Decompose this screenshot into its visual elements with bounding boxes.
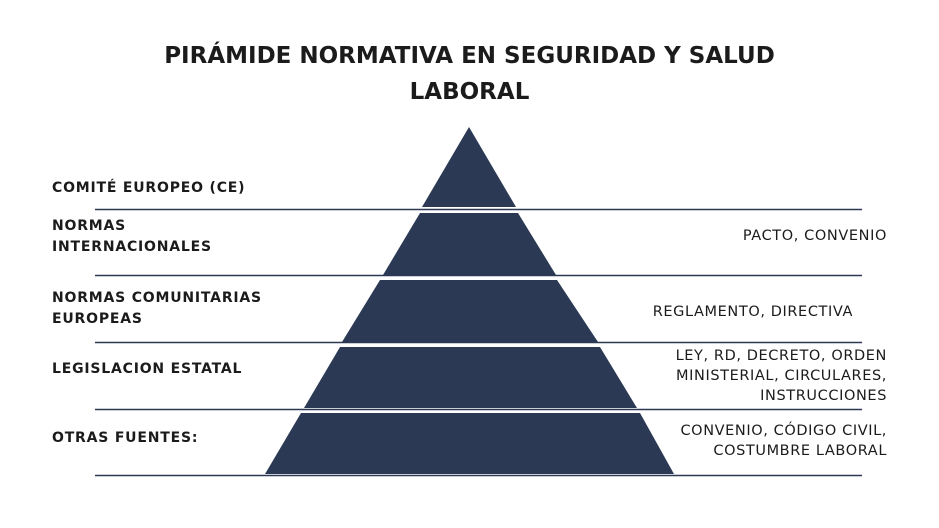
pyramid-tier-1 xyxy=(422,127,516,207)
pyramid-tier-2 xyxy=(383,213,556,275)
diagram-title: PIRÁMIDE NORMATIVA EN SEGURIDAD Y SALUD … xyxy=(0,38,939,110)
left-label-normas-internacionales: NORMAS INTERNACIONALES xyxy=(52,218,212,255)
left-label-normas-comunitarias: NORMAS COMUNITARIAS EUROPEAS xyxy=(52,290,262,327)
left-label-otras-fuentes: OTRAS FUENTES: xyxy=(52,430,199,446)
right-label-reglamento-directiva: REGLAMENTO, DIRECTIVA xyxy=(652,304,853,320)
left-label-legislacion-estatal: LEGISLACION ESTATAL xyxy=(52,361,243,377)
pyramid-tier-5 xyxy=(265,413,674,474)
pyramid-tier-3 xyxy=(342,280,598,342)
right-label-ley-rd-decreto: LEY, RD, DECRETO, ORDEN MINISTERIAL, CIR… xyxy=(675,348,887,404)
title-line-2: LABORAL xyxy=(409,79,530,105)
left-label-comite-europeo: COMITÉ EUROPEO (CE) xyxy=(52,180,246,196)
right-label-convenio-codigo-civil: CONVENIO, CÓDIGO CIVIL, COSTUMBRE LABORA… xyxy=(680,423,887,459)
right-label-pacto-convenio: PACTO, CONVENIO xyxy=(742,228,887,244)
title-line-1: PIRÁMIDE NORMATIVA EN SEGURIDAD Y SALUD xyxy=(164,43,775,69)
pyramid-tier-4 xyxy=(304,347,637,408)
